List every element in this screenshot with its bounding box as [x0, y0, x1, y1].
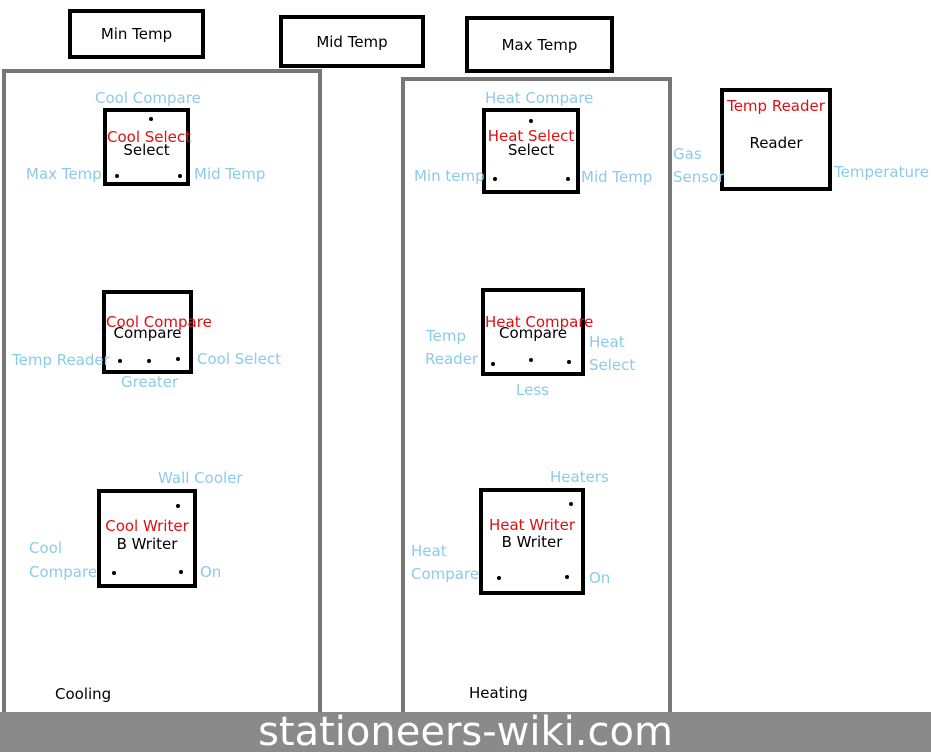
reader-left-input-line2: Sensor: [673, 168, 725, 186]
cool-select-type: Select: [123, 141, 170, 159]
heat-writer-top-output: Heaters: [550, 468, 609, 486]
cool-select-name: Cool Select: [107, 128, 192, 146]
reader-right-output: Temperature: [834, 163, 930, 181]
heat-select-pin-left: [493, 177, 497, 181]
heat-compare-right-input-line1: Heat: [589, 333, 625, 351]
heat-compare-right-input-line2: Select: [589, 356, 636, 374]
cool-writer-pin-left: [112, 571, 116, 575]
heat-select-type: Select: [507, 141, 555, 159]
cool-select-pin-top: [149, 117, 153, 121]
heat-compare-pin-out: [529, 358, 533, 362]
temp-reader-type: Reader: [749, 134, 803, 152]
heat-writer-name: Heat Writer: [488, 516, 576, 534]
heat-compare-type: Compare: [498, 324, 568, 342]
heat-writer-pin-left: [497, 576, 501, 580]
temp-reader-chip: Temp Reader Reader: [720, 88, 832, 191]
cool-select-pin-right: [178, 174, 182, 178]
cool-compare-right-input: Cool Select: [197, 350, 282, 368]
cool-writer-left-input-line1: Cool: [29, 539, 62, 557]
heat-select-right-input: Mid Temp: [581, 168, 653, 186]
heat-select-pin-right: [566, 177, 570, 181]
heat-writer-right-input: On: [589, 569, 611, 587]
heat-compare-pin-right: [567, 360, 571, 364]
watermark-banner: stationeers-wiki.com: [0, 709, 931, 755]
cool-compare-pin-right: [176, 357, 180, 361]
reader-left-input-line1: Gas: [673, 145, 702, 163]
heat-writer-type: B Writer: [501, 533, 563, 551]
cool-select-left-input: Max Temp: [26, 165, 102, 183]
cool-writer-name: Cool Writer: [105, 517, 189, 535]
cooling-group-label: Cooling: [55, 685, 112, 703]
heating-group-label: Heating: [469, 684, 528, 702]
heat-select-name: Heat Select: [487, 127, 575, 145]
cool-writer-right-input: On: [200, 563, 222, 581]
memory-min-temp: Min Temp: [68, 9, 205, 59]
heat-compare-chip: Heat Compare Compare: [481, 288, 594, 376]
cool-select-top-input: Cool Compare: [95, 89, 201, 107]
memory-mid-temp-label: Mid Temp: [316, 32, 388, 51]
cool-writer-pin-top: [176, 504, 180, 508]
temp-reader-name: Temp Reader: [727, 97, 825, 115]
cool-compare-name: Cool Compare: [106, 313, 212, 331]
cool-compare-left-input: Temp Reader: [12, 351, 110, 369]
heat-select-top-input: Heat Compare: [485, 89, 594, 107]
cool-compare-output: Greater: [121, 373, 179, 391]
heat-writer-left-input-line2: Compare: [411, 565, 480, 583]
heat-select-left-input: Min temp: [414, 167, 485, 185]
cool-writer-top-output: Wall Cooler: [158, 469, 243, 487]
cool-writer-chip: Cool Writer B Writer: [97, 489, 197, 588]
cool-select-pin-left: [115, 174, 119, 178]
cool-select-chip: Cool Select Select: [103, 108, 192, 186]
heat-compare-pin-left: [491, 362, 495, 366]
heat-writer-pin-top: [569, 502, 573, 506]
watermark-text: stationeers-wiki.com: [258, 709, 673, 755]
heat-writer-left-input-line1: Heat: [411, 542, 447, 560]
memory-mid-temp: Mid Temp: [279, 15, 425, 68]
cool-writer-left-input-line2: Compare: [29, 563, 98, 581]
memory-max-temp-label: Max Temp: [501, 35, 578, 54]
cool-writer-pin-right: [179, 570, 183, 574]
heat-writer-pin-right: [565, 575, 569, 579]
heat-compare-left-input-line2: Reader: [425, 350, 479, 368]
cool-writer-type: B Writer: [116, 535, 178, 553]
memory-min-temp-label: Min Temp: [100, 25, 173, 43]
heat-select-chip: Heat Select Select: [482, 108, 580, 194]
cool-compare-chip: Cool Compare Compare: [102, 290, 212, 374]
cool-compare-pin-left: [118, 359, 122, 363]
heat-compare-name: Heat Compare: [485, 313, 594, 331]
heat-compare-output: Less: [516, 381, 549, 399]
cool-compare-pin-out: [147, 359, 151, 363]
cool-select-right-input: Mid Temp: [194, 165, 266, 183]
cool-compare-type: Compare: [113, 324, 182, 342]
heat-writer-chip: Heat Writer B Writer: [479, 488, 585, 595]
memory-max-temp: Max Temp: [465, 16, 614, 73]
heat-compare-left-input-line1: Temp: [426, 327, 466, 345]
heat-select-pin-top: [529, 119, 533, 123]
